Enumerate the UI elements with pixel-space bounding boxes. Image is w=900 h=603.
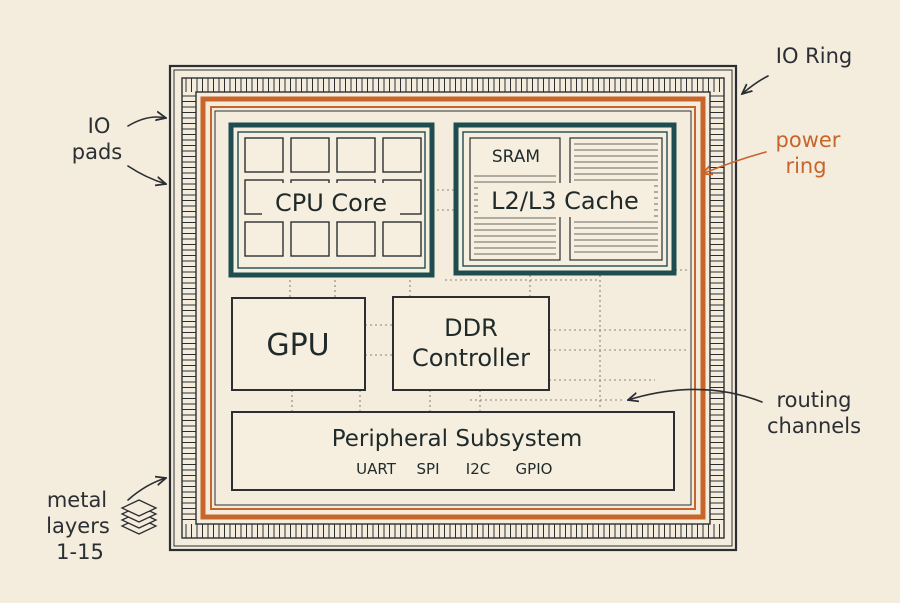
power-ring-label-line2: ring xyxy=(785,154,827,178)
power-ring xyxy=(200,96,706,520)
io-pads xyxy=(182,78,724,538)
cpu-core-block: CPU Core xyxy=(228,122,435,278)
peripheral-label: Peripheral Subsystem xyxy=(332,426,583,452)
routing-channels-label-line2: channels xyxy=(766,414,862,438)
ddr-label-line2: Controller xyxy=(412,344,530,372)
routing-arrow xyxy=(628,388,763,403)
cpu-core-label: CPU Core xyxy=(275,189,387,217)
io-pads-label-line2: pads xyxy=(71,140,123,164)
power-ring-arrow xyxy=(702,151,767,174)
io-ring xyxy=(168,64,738,552)
cache-block: SRAM L2/L3 Cache xyxy=(453,122,677,276)
metal-layers-label-line1: metal xyxy=(46,488,108,512)
sram-label: SRAM xyxy=(492,147,540,167)
cache-label: L2/L3 Cache xyxy=(491,187,639,215)
ddr-label-line1: DDR xyxy=(444,314,498,342)
interface-i2c: I2C xyxy=(466,460,490,478)
io-pads-arrow-lower xyxy=(127,165,166,184)
power-ring-label-line1: power xyxy=(775,128,841,152)
io-pads-label-line1: IO xyxy=(87,114,111,138)
interface-gpio: GPIO xyxy=(516,460,553,478)
interface-uart: UART xyxy=(356,460,397,478)
layers-stack-icon xyxy=(120,499,158,535)
routing-channels-label-line1: routing xyxy=(776,388,852,412)
callout-arrows xyxy=(127,75,769,501)
io-ring-label: IO Ring xyxy=(775,44,853,68)
io-ring-arrow xyxy=(742,75,769,94)
peripheral-subsystem-block: Peripheral Subsystem UART SPI I2C GPIO xyxy=(231,411,675,491)
metal-layers-label-line2: layers xyxy=(46,514,110,538)
gpu-block: GPU xyxy=(231,297,366,391)
interface-spi: SPI xyxy=(417,460,440,478)
metal-layers-label-line3: 1-15 xyxy=(56,540,104,564)
io-pads-arrow-upper xyxy=(127,117,166,127)
gpu-label: GPU xyxy=(266,328,329,363)
metal-layers-arrow xyxy=(127,478,166,501)
ddr-controller-block: DDR Controller xyxy=(392,296,550,391)
